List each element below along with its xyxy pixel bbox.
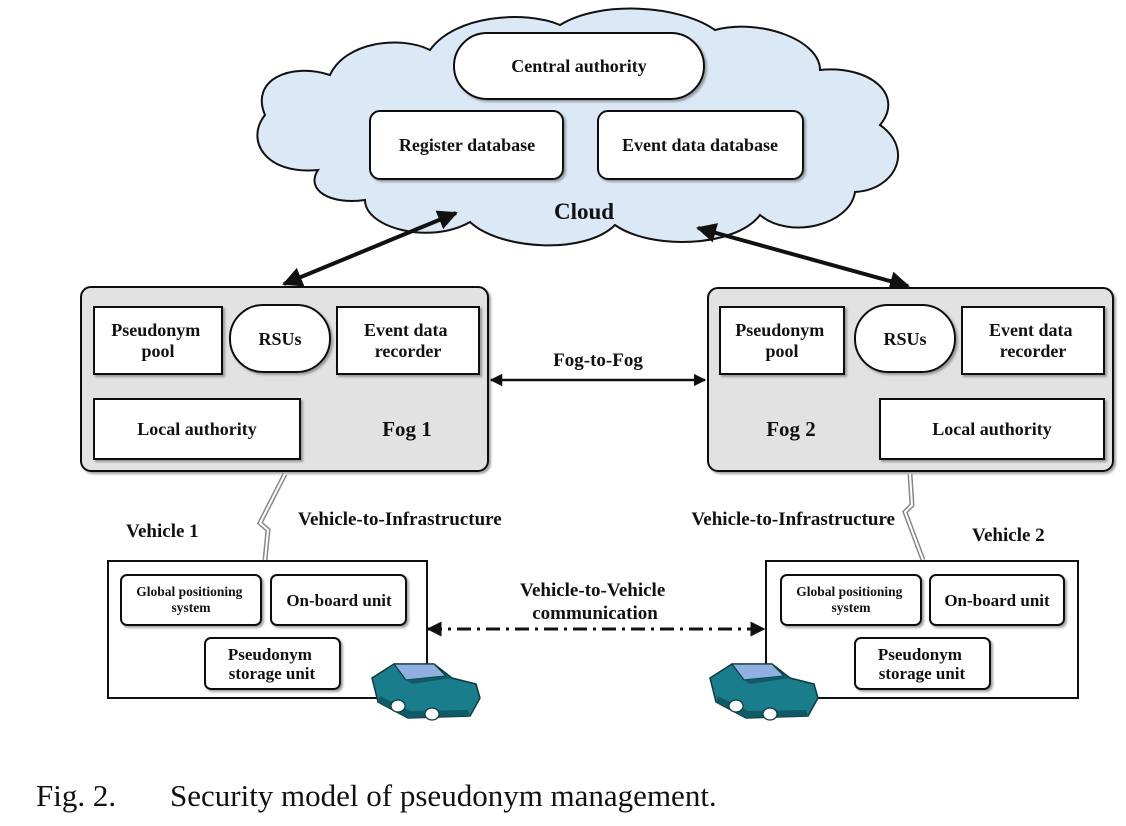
svg-text:Event data recorder: Event data recorder <box>989 320 1077 361</box>
fog1-event-recorder-box: Event data recorder <box>336 306 480 375</box>
vehicle1-storage-line2: storage unit <box>229 664 316 683</box>
vehicle2-label: Vehicle 2 <box>972 525 1045 546</box>
vehicle2-gps-line2: system <box>832 600 872 615</box>
fog1-local-authority-box: Local authority <box>93 398 301 460</box>
fog2-pseudonym-pool-line2: pool <box>765 341 798 361</box>
fog1-event-recorder-line1: Event data <box>364 320 448 340</box>
v2i-left-label: Vehicle-to-Infrastructure <box>298 509 502 530</box>
fog2-local-authority-label: Local authority <box>932 419 1052 439</box>
vehicle1-car-icon <box>371 663 481 721</box>
vehicle2-gps-box: Global positioning system <box>780 574 922 626</box>
cloud-fog2-arrow <box>696 223 910 291</box>
central-authority-box: Central authority <box>453 32 705 100</box>
vehicle1-gps-line1: Global positioning <box>136 584 242 599</box>
vehicle1-label: Vehicle 1 <box>126 521 199 542</box>
fog1-rsus-box: RSUs <box>229 304 331 373</box>
v2v-label-line2: communication <box>532 603 658 624</box>
vehicle2-car-icon <box>709 663 819 721</box>
fog2-event-recorder-box: Event data recorder <box>961 306 1105 375</box>
cloud-fog1-arrow <box>282 210 458 287</box>
vehicle1-gps-line2: system <box>172 600 212 615</box>
fog1-event-recorder-line2: recorder <box>375 341 442 361</box>
register-database-label: Register database <box>399 135 535 155</box>
fog2-pseudonym-pool-line1: Pseudonym <box>735 320 824 340</box>
fog2-local-authority-box: Local authority <box>879 398 1105 460</box>
register-database-box: Register database <box>369 110 564 180</box>
central-authority-label: Central authority <box>511 56 646 76</box>
svg-text:Event data recorder: Event data recorder <box>364 320 452 361</box>
v2v-label-line1: Vehicle-to-Vehicle <box>520 580 665 601</box>
vehicle2-storage-line2: storage unit <box>879 664 966 683</box>
vehicle1-storage-box: Pseudonym storage unit <box>204 637 341 690</box>
fog1-local-authority-label: Local authority <box>137 419 257 439</box>
svg-text:Pseudonym pool: Pseudonym pool <box>735 320 829 361</box>
vehicle2-obu-label: On-board unit <box>944 591 1050 610</box>
vehicle1-obu-label: On-board unit <box>286 591 392 610</box>
fog1: Pseudonym pool RSUs Event data recorder … <box>80 286 489 472</box>
svg-text:Global positioning sys: Global positioning system <box>796 584 906 615</box>
fog1-label: Fog 1 <box>382 417 432 441</box>
vehicle2: Vehicle 2 Global positioning system On-b… <box>709 525 1079 721</box>
fog2-rsus-box: RSUs <box>854 304 956 373</box>
event-data-database-box: Event data database <box>597 110 804 180</box>
v2i-right-label: Vehicle-to-Infrastructure <box>691 509 895 530</box>
fog1-pseudonym-pool-box: Pseudonym pool <box>93 306 223 375</box>
fog1-pseudonym-pool-line1: Pseudonym <box>111 320 200 340</box>
fog2-event-recorder-line2: recorder <box>1000 341 1067 361</box>
svg-text:Pseudonym pool: Pseudonym pool <box>111 320 205 361</box>
vehicle1-obu-box: On-board unit <box>270 574 407 626</box>
fog2: Pseudonym pool RSUs Event data recorder … <box>707 287 1114 472</box>
vehicle2-storage-box: Pseudonym storage unit <box>854 637 991 690</box>
caption-text: Security model of pseudonym management. <box>170 778 717 813</box>
fog2-label: Fog 2 <box>766 417 816 441</box>
cloud-shape <box>256 7 899 247</box>
fog2-rsus-label: RSUs <box>883 329 926 349</box>
vehicle2-storage-line1: Pseudonym <box>878 645 962 664</box>
svg-text:Global positioning sys: Global positioning system <box>136 584 246 615</box>
svg-text:Vehicle-to-Vehicle communi: Vehicle-to-Vehicle communication <box>520 580 670 624</box>
vehicle1: Vehicle 1 Global positioning system On-b… <box>107 521 481 721</box>
svg-text:Pseudonym storage unit: Pseudonym storage unit <box>878 645 966 683</box>
cloud-label: Cloud <box>554 199 614 224</box>
cloud: Central authority Register database Even… <box>256 7 899 247</box>
fog1-rsus-label: RSUs <box>258 329 301 349</box>
caption-number: Fig. 2. <box>36 778 116 813</box>
vehicle1-gps-box: Global positioning system <box>120 574 262 626</box>
event-data-database-label: Event data database <box>622 135 778 155</box>
fog2-pseudonym-pool-box: Pseudonym pool <box>719 306 845 375</box>
fog-to-fog-label: Fog-to-Fog <box>553 350 643 371</box>
fog1-pseudonym-pool-line2: pool <box>141 341 174 361</box>
svg-text:Pseudonym storage unit: Pseudonym storage unit <box>228 645 316 683</box>
vehicle2-gps-line1: Global positioning <box>796 584 902 599</box>
vehicle2-obu-box: On-board unit <box>929 574 1065 626</box>
fog2-event-recorder-line1: Event data <box>989 320 1073 340</box>
vehicle1-storage-line1: Pseudonym <box>228 645 312 664</box>
